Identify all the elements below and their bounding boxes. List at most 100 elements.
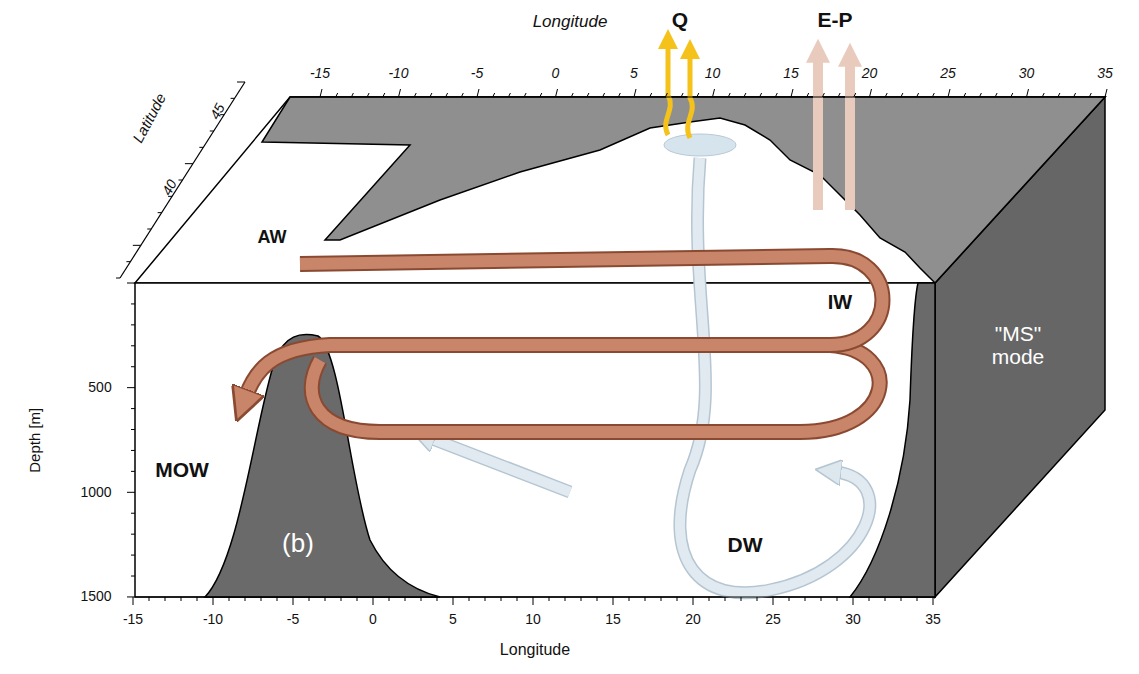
tick [634,89,636,97]
tick [773,597,774,605]
tick [158,212,162,213]
tick [309,597,310,601]
panel-label: (b) [282,529,314,558]
tick [197,597,198,601]
tick [229,597,230,601]
tick [149,597,150,601]
zonal-overturning [246,256,883,432]
axis-title: Longitude [533,13,608,32]
tick [421,597,422,601]
deep-return [430,438,570,492]
tick [728,93,730,97]
tick-label: 25 [940,66,956,81]
tick [245,597,246,601]
tick [744,93,746,97]
tick [336,93,338,97]
lower-band [312,345,880,432]
tick-label: 10 [705,66,721,81]
tick [603,93,605,97]
water-mass-label: IW [828,291,852,313]
tick [131,450,135,451]
tick [293,597,294,605]
tick [540,93,542,97]
tick-label: 1500 [80,589,111,604]
tick-label: 35 [1097,66,1113,81]
tick [837,597,838,601]
tick [493,93,495,97]
tick [665,93,667,97]
tick [901,597,902,601]
tick [367,93,369,97]
tick-label: 45 [208,102,229,123]
tick-label: 20 [685,612,701,627]
tick [791,89,793,97]
tick [853,597,854,605]
tick [741,597,742,601]
water-mass-label: DW [728,533,763,556]
tick [185,163,193,164]
tick [1058,93,1060,97]
tick [461,93,463,97]
tick [854,93,856,97]
tick [131,471,135,472]
tick [571,93,573,97]
tick [677,597,678,601]
tick [357,597,358,601]
tick [179,180,183,181]
tick [341,597,342,601]
tick [231,98,235,99]
tick [1042,93,1044,97]
section-face [135,283,935,597]
tick [127,492,135,493]
water-mass-label: AW [258,228,287,248]
tick-label: 500 [88,380,111,395]
tick [964,93,966,97]
lower-band-outline [312,345,880,432]
tick-label: -5 [471,66,483,81]
tick [126,261,130,262]
tick [775,93,777,97]
tick-label: -15 [123,612,143,627]
tick-label: 30 [1019,66,1035,81]
tick-label: -5 [287,612,299,627]
tick [948,89,950,97]
tick [133,597,134,605]
water-mass-label: MOW [155,458,209,481]
upper-band [246,256,883,396]
tick-label: -10 [388,66,408,81]
tick [383,93,385,97]
convection-site [664,134,736,156]
tick [501,597,502,601]
tick [405,597,406,601]
tick [131,513,135,514]
tick [901,93,903,97]
tick [127,596,135,597]
tick [838,93,840,97]
tick [165,597,166,601]
tick [933,597,934,605]
tick [430,93,432,97]
tick [822,93,824,97]
heat-arrow [666,45,671,135]
tick-label: 15 [783,66,799,81]
tick [618,93,620,97]
tick [807,93,809,97]
mode-label: "MS" mode [973,322,1063,368]
tick [885,93,887,97]
tick [131,303,135,304]
tick [469,597,470,601]
freshwater-flux-arrows [818,58,850,210]
tick [181,597,182,601]
tick [917,597,918,601]
tick [373,597,374,605]
axis-title: Depth [m] [27,407,44,472]
tick [979,93,981,97]
tick [713,89,715,97]
deep-return-outline [430,438,570,492]
tick [131,576,135,577]
tick [581,597,582,601]
tick [1011,93,1013,97]
tick [524,93,526,97]
evaporation-arrow [813,58,823,210]
